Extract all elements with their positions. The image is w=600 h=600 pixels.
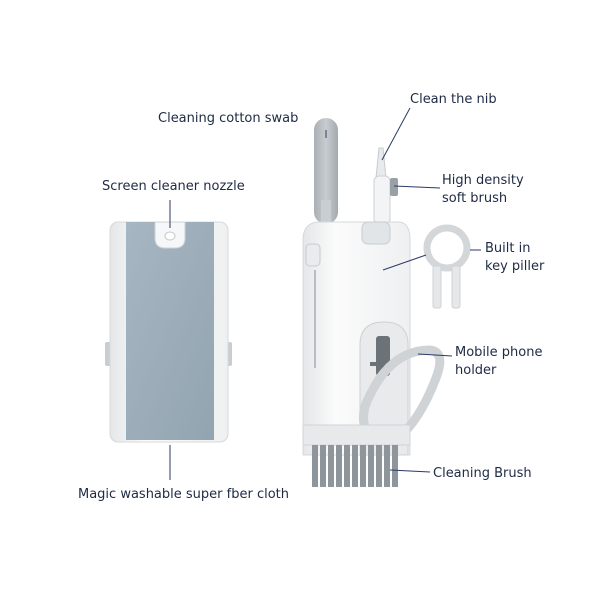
label-fiber-cloth: Magic washable super fber cloth [78, 487, 289, 502]
fiber-cloth-pad [126, 222, 214, 440]
cleaning-brush-bristles [312, 445, 398, 487]
label-phone-holder: Mobile phone holder [455, 345, 543, 378]
label-screen-nozzle: Screen cleaner nozzle [102, 179, 245, 194]
label-soft-brush: High density soft brush [442, 173, 524, 206]
key-puller [423, 224, 471, 309]
label-key-puller: Built in key piller [485, 241, 545, 274]
label-cotton-swab: Cleaning cotton swab [158, 111, 299, 126]
phone-holder [359, 345, 445, 445]
label-clean-nib: Clean the nib [410, 92, 497, 107]
screen-cleaner-device [105, 221, 232, 443]
cotton-swab [314, 118, 338, 224]
screen-cleaner-nozzle [164, 231, 176, 241]
leader-lines [169, 107, 481, 480]
label-cleaning-brush: Cleaning Brush [433, 466, 532, 481]
cleaning-tool-device [302, 118, 445, 487]
